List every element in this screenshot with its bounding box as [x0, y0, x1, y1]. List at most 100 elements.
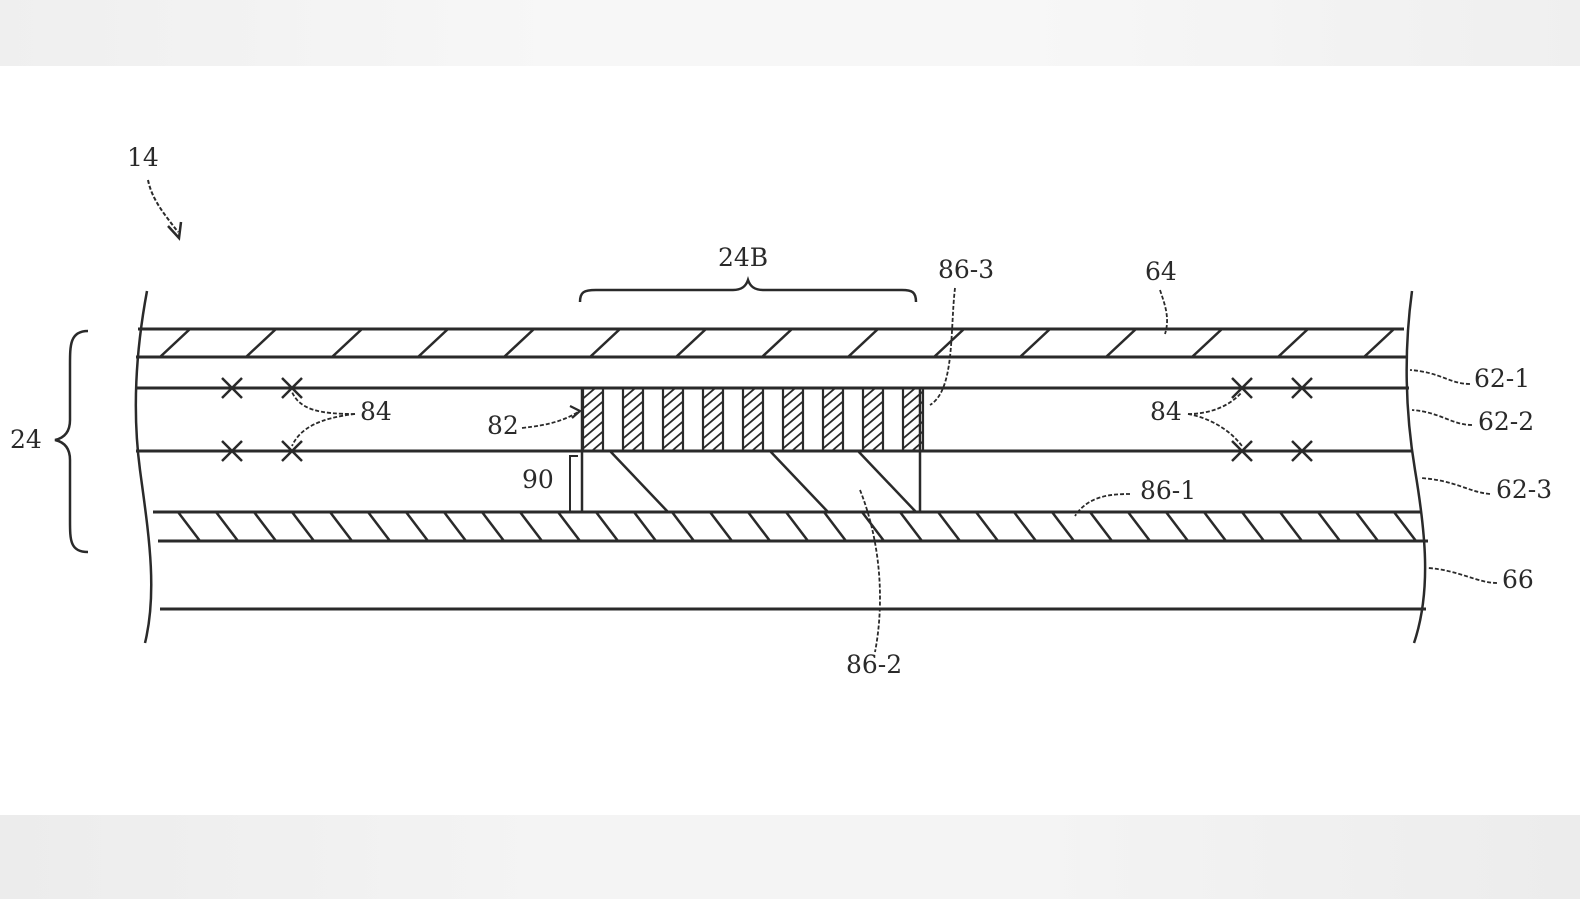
cover-hatch-line: [589, 329, 621, 357]
pillar-hatch-line: [583, 410, 603, 430]
pillar-hatch-line: [903, 410, 923, 430]
pillar-hatch-line: [663, 420, 683, 440]
pillar-hatch-line: [623, 410, 643, 430]
leader-62-2: [1411, 409, 1473, 426]
mid-hatch-line: [291, 512, 315, 541]
pillar-hatch-line: [663, 390, 683, 410]
right-edge-line: [1405, 290, 1427, 644]
x-mark-stroke: [1231, 377, 1253, 399]
brace-24: [54, 329, 89, 554]
mid-hatch-line: [1355, 512, 1379, 541]
cover-layer-hatching: [159, 329, 1395, 357]
pillar-hatch-line: [903, 388, 917, 400]
pillar-hatching: [743, 388, 763, 451]
pillar-hatch-line: [903, 430, 923, 450]
pillar-hatch-line: [583, 388, 597, 400]
x-mark-stroke: [221, 440, 243, 462]
leader-84-left-a: [291, 391, 356, 415]
pillar-hatch-line: [863, 410, 883, 430]
pillar-hatching: [783, 388, 803, 451]
mid-hatch-line: [1393, 512, 1417, 541]
cover-hatch-line: [933, 329, 965, 357]
mid-hatch-line: [633, 512, 657, 541]
arrow-14: [147, 179, 179, 233]
pillar-hatch-line: [903, 400, 923, 420]
pillar-hatch-line: [783, 390, 803, 410]
pillar-hatch-line: [623, 400, 643, 420]
pillar-hatch-line: [743, 400, 763, 420]
pillar-hatch-line: [703, 430, 723, 450]
pillar-hatch-line: [743, 390, 763, 410]
x-mark-stroke: [1291, 377, 1313, 399]
pillar-hatch-line: [783, 400, 803, 420]
pillar-hatch-line: [703, 420, 723, 440]
pillar-hatch-line: [823, 410, 843, 430]
label-66: 66: [1502, 565, 1534, 594]
pillar-hatch-line: [743, 388, 757, 400]
arrow-14-head: [167, 221, 183, 241]
pillar-hatch-line: [703, 410, 723, 430]
pillar-hatch-line: [663, 400, 683, 420]
label-86-2: 86-2: [846, 650, 902, 679]
x-mark-stroke: [1291, 440, 1313, 462]
mid-hatch-line: [1127, 512, 1151, 541]
mid-hatch-line: [215, 512, 239, 541]
label-86-3: 86-3: [938, 255, 994, 284]
block-outline: [580, 449, 922, 514]
pillar-hatch-line: [703, 388, 717, 400]
leader-64: [1159, 289, 1168, 335]
leader-84-left-b: [291, 413, 356, 447]
pillar-hatch-line: [783, 410, 803, 430]
mid-hatch-line: [405, 512, 429, 541]
x-marks-84: [221, 377, 1313, 462]
leader-82: [521, 411, 579, 429]
block-hatch-line: [769, 451, 829, 512]
leader-86-2: [859, 489, 881, 653]
cover-hatch-line: [503, 329, 535, 357]
pillar-hatch-line: [783, 420, 803, 440]
pillar-hatch-line: [823, 430, 843, 450]
mid-hatch-line: [709, 512, 733, 541]
label-24b: 24B: [718, 243, 768, 272]
pillar-hatch-line: [583, 430, 603, 450]
mid-hatch-line: [595, 512, 619, 541]
x-mark-stroke: [221, 377, 243, 399]
pillar-hatch-line: [823, 400, 843, 420]
pillar-hatch-line: [699, 458, 727, 482]
pillar-hatch-line: [863, 390, 883, 410]
leader-62-1: [1409, 369, 1471, 385]
pillar-hatch-line: [583, 390, 603, 410]
mid-hatch-line: [1241, 512, 1265, 541]
label-14: 14: [127, 143, 159, 172]
pillar-array: [581, 386, 925, 482]
pillar-hatch-line: [783, 430, 803, 450]
cover-hatch-line: [1019, 329, 1051, 357]
leader-66: [1427, 567, 1498, 584]
pillar-hatch-line: [743, 430, 763, 450]
pillar-hatch-line: [903, 420, 923, 440]
pillar-hatch-line: [819, 458, 847, 482]
left-edge-line: [134, 290, 153, 644]
mid-hatch-line: [899, 512, 923, 541]
pillar-hatch-line: [863, 388, 877, 400]
mid-hatch-line: [1432, 512, 1454, 541]
pillar-hatch-line: [623, 430, 643, 450]
cover-hatch-line: [675, 329, 707, 357]
cover-hatch-line: [417, 329, 449, 357]
mid-hatch-line: [861, 512, 885, 541]
cover-hatch-line: [159, 329, 191, 357]
cover-hatch-line: [761, 329, 793, 357]
leader-86-3: [929, 287, 956, 406]
pillar-hatch-line: [663, 388, 677, 400]
bracket-90: [569, 455, 578, 513]
mid-hatch-line: [671, 512, 695, 541]
label-24: 24: [10, 425, 42, 454]
mid-hatch-line: [253, 512, 277, 541]
pillar-hatch-line: [703, 400, 723, 420]
mid-hatch-line: [329, 512, 353, 541]
pillar-hatching: [699, 388, 727, 482]
pillar-hatch-line: [583, 400, 603, 420]
mid-hatch-line: [557, 512, 581, 541]
x-mark-stroke: [281, 377, 303, 399]
